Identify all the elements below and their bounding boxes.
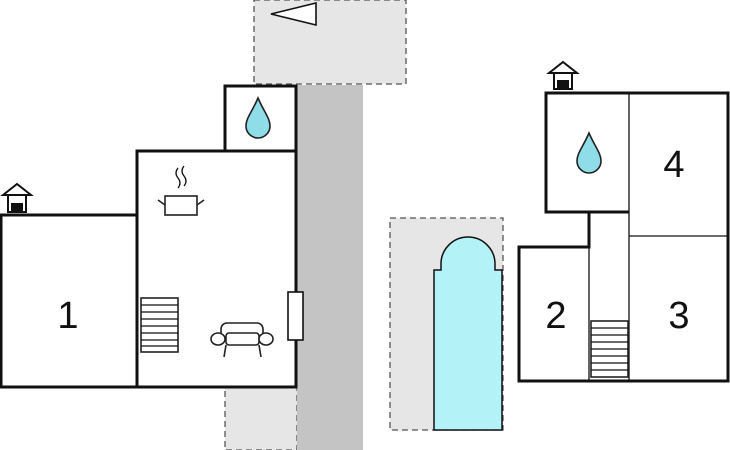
room-label-2: 2 (545, 295, 566, 337)
room-label-4: 4 (663, 144, 684, 186)
stairs-icon (590, 320, 629, 378)
sofa-icon (210, 322, 274, 358)
swimming-pool-icon (433, 236, 503, 431)
water-drop-icon (576, 130, 602, 174)
left-building: 1 (0, 84, 304, 389)
door-icon (287, 291, 304, 341)
right-building: 4 2 3 (517, 60, 730, 383)
walkway (297, 85, 363, 450)
north-arrow-icon (270, 1, 317, 27)
water-drop-icon (245, 95, 271, 139)
room-1-floor (1, 215, 137, 387)
terrace-bottom (224, 386, 298, 450)
room-label-1: 1 (57, 295, 78, 337)
stairs-icon (140, 297, 179, 353)
room-label-3: 3 (668, 295, 689, 337)
entrance-icon (0, 182, 34, 213)
cooking-pot-icon (157, 165, 205, 216)
entrance-icon (546, 60, 580, 90)
left-building-outline (0, 84, 298, 389)
